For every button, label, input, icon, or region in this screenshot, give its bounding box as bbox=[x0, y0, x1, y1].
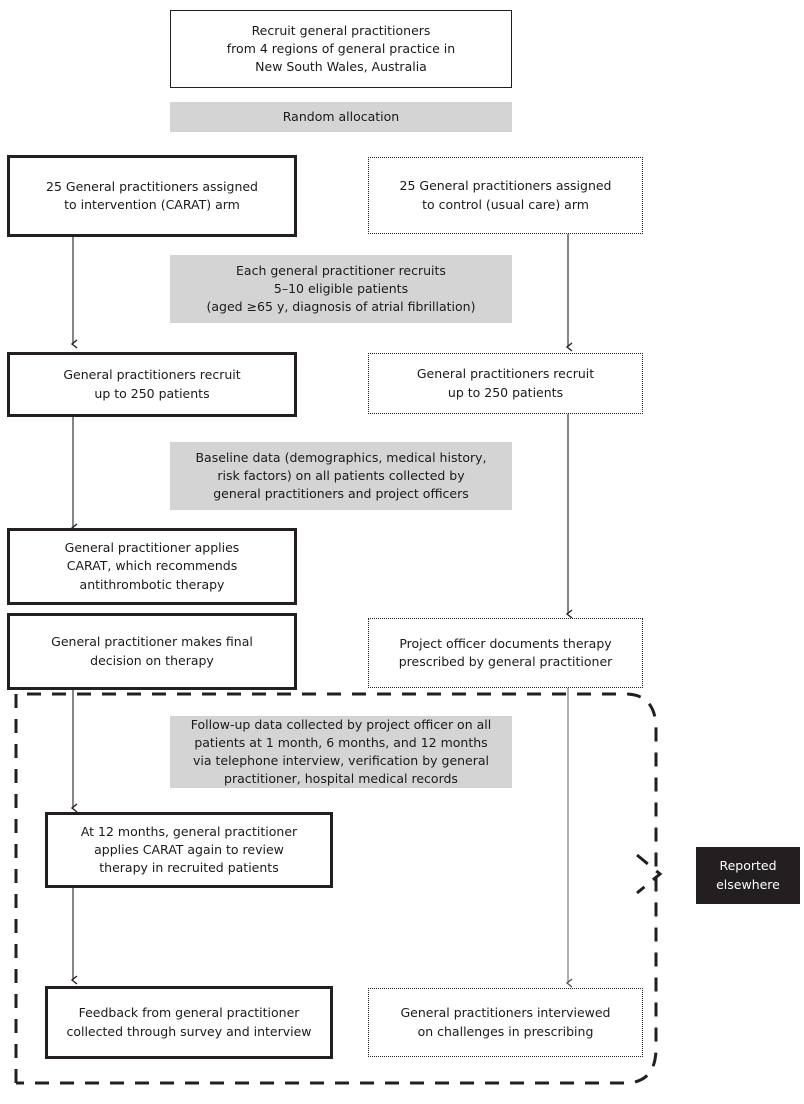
node-line: up to 250 patients bbox=[447, 384, 564, 400]
node-intervention-arm: 25 General practitioners assigned to int… bbox=[7, 155, 297, 237]
node-control-patients: General practitioners recruit up to 250 … bbox=[368, 353, 643, 414]
node-line: Each general practitioner recruits bbox=[236, 262, 446, 278]
node-line: to control (usual care) arm bbox=[422, 196, 589, 212]
node-line: General practitioners recruit bbox=[416, 366, 595, 382]
node-line: practitioner, hospital medical records bbox=[224, 771, 458, 787]
node-line: General practitioners interviewed bbox=[400, 1005, 611, 1021]
node-line: Follow-up data collected by project offi… bbox=[190, 716, 492, 732]
node-line: collected through survey and interview bbox=[66, 1023, 312, 1039]
node-carat-review-12m: At 12 months, general practitioner appli… bbox=[45, 812, 333, 888]
node-line: general practitioners and project office… bbox=[213, 486, 469, 502]
node-reported-elsewhere: Reported elsewhere bbox=[696, 847, 800, 904]
node-line: on challenges in prescribing bbox=[417, 1023, 594, 1039]
node-random-allocation: Random allocation bbox=[170, 102, 512, 132]
node-control-arm: 25 General practitioners assigned to con… bbox=[368, 157, 643, 234]
node-line: decision on therapy bbox=[90, 652, 214, 668]
node-intervention-patients: General practitioners recruit up to 250 … bbox=[7, 352, 297, 417]
node-line: New South Wales, Australia bbox=[255, 59, 427, 75]
node-recruitment-criteria: Each general practitioner recruits 5–10 … bbox=[170, 255, 512, 323]
node-line: General practitioner makes final bbox=[51, 634, 253, 650]
node-line: antithrombotic therapy bbox=[79, 576, 225, 592]
node-line: 25 General practitioners assigned bbox=[399, 178, 612, 194]
node-line: Recruit general practitioners bbox=[251, 22, 431, 38]
node-recruit-gps: Recruit general practitioners from 4 reg… bbox=[170, 10, 512, 88]
node-final-decision: General practitioner makes final decisio… bbox=[7, 613, 297, 690]
node-line: patients at 1 month, 6 months, and 12 mo… bbox=[194, 734, 488, 750]
node-line: CARAT, which recommends bbox=[66, 558, 238, 574]
node-line: (aged ≥65 y, diagnosis of atrial fibrill… bbox=[206, 299, 476, 315]
node-line: 25 General practitioners assigned bbox=[46, 178, 258, 194]
node-line: from 4 regions of general practice in bbox=[226, 40, 456, 56]
node-followup-data: Follow-up data collected by project offi… bbox=[170, 716, 512, 788]
node-line: therapy in recruited patients bbox=[99, 860, 279, 876]
node-line: up to 250 patients bbox=[94, 385, 210, 401]
node-line: elsewhere bbox=[716, 876, 780, 892]
node-baseline-data: Baseline data (demographics, medical his… bbox=[170, 442, 512, 510]
node-line: 5–10 eligible patients bbox=[273, 280, 409, 296]
node-line: Baseline data (demographics, medical his… bbox=[195, 449, 487, 465]
node-gps-interviewed: General practitioners interviewed on cha… bbox=[368, 988, 643, 1057]
node-line: via telephone interview, verification by… bbox=[192, 753, 490, 768]
node-line: General practitioner applies bbox=[64, 540, 240, 556]
node-line: Reported bbox=[719, 858, 777, 874]
node-line: risk factors) on all patients collected … bbox=[217, 467, 465, 483]
node-line: prescribed by general practitioner bbox=[398, 654, 613, 669]
node-line: applies CARAT again to review bbox=[94, 841, 284, 857]
node-line: General practitioners recruit bbox=[63, 367, 241, 383]
node-line: Project officer documents therapy bbox=[399, 635, 612, 651]
node-line: At 12 months, general practitioner bbox=[80, 823, 298, 839]
node-line: Random allocation bbox=[282, 108, 400, 124]
node-applies-carat: General practitioner applies CARAT, whic… bbox=[7, 528, 297, 605]
node-gp-feedback: Feedback from general practitioner colle… bbox=[45, 986, 333, 1059]
node-line: to intervention (CARAT) arm bbox=[64, 197, 240, 212]
node-project-officer-documents: Project officer documents therapy prescr… bbox=[368, 618, 643, 688]
node-line: Feedback from general practitioner bbox=[78, 1005, 300, 1021]
